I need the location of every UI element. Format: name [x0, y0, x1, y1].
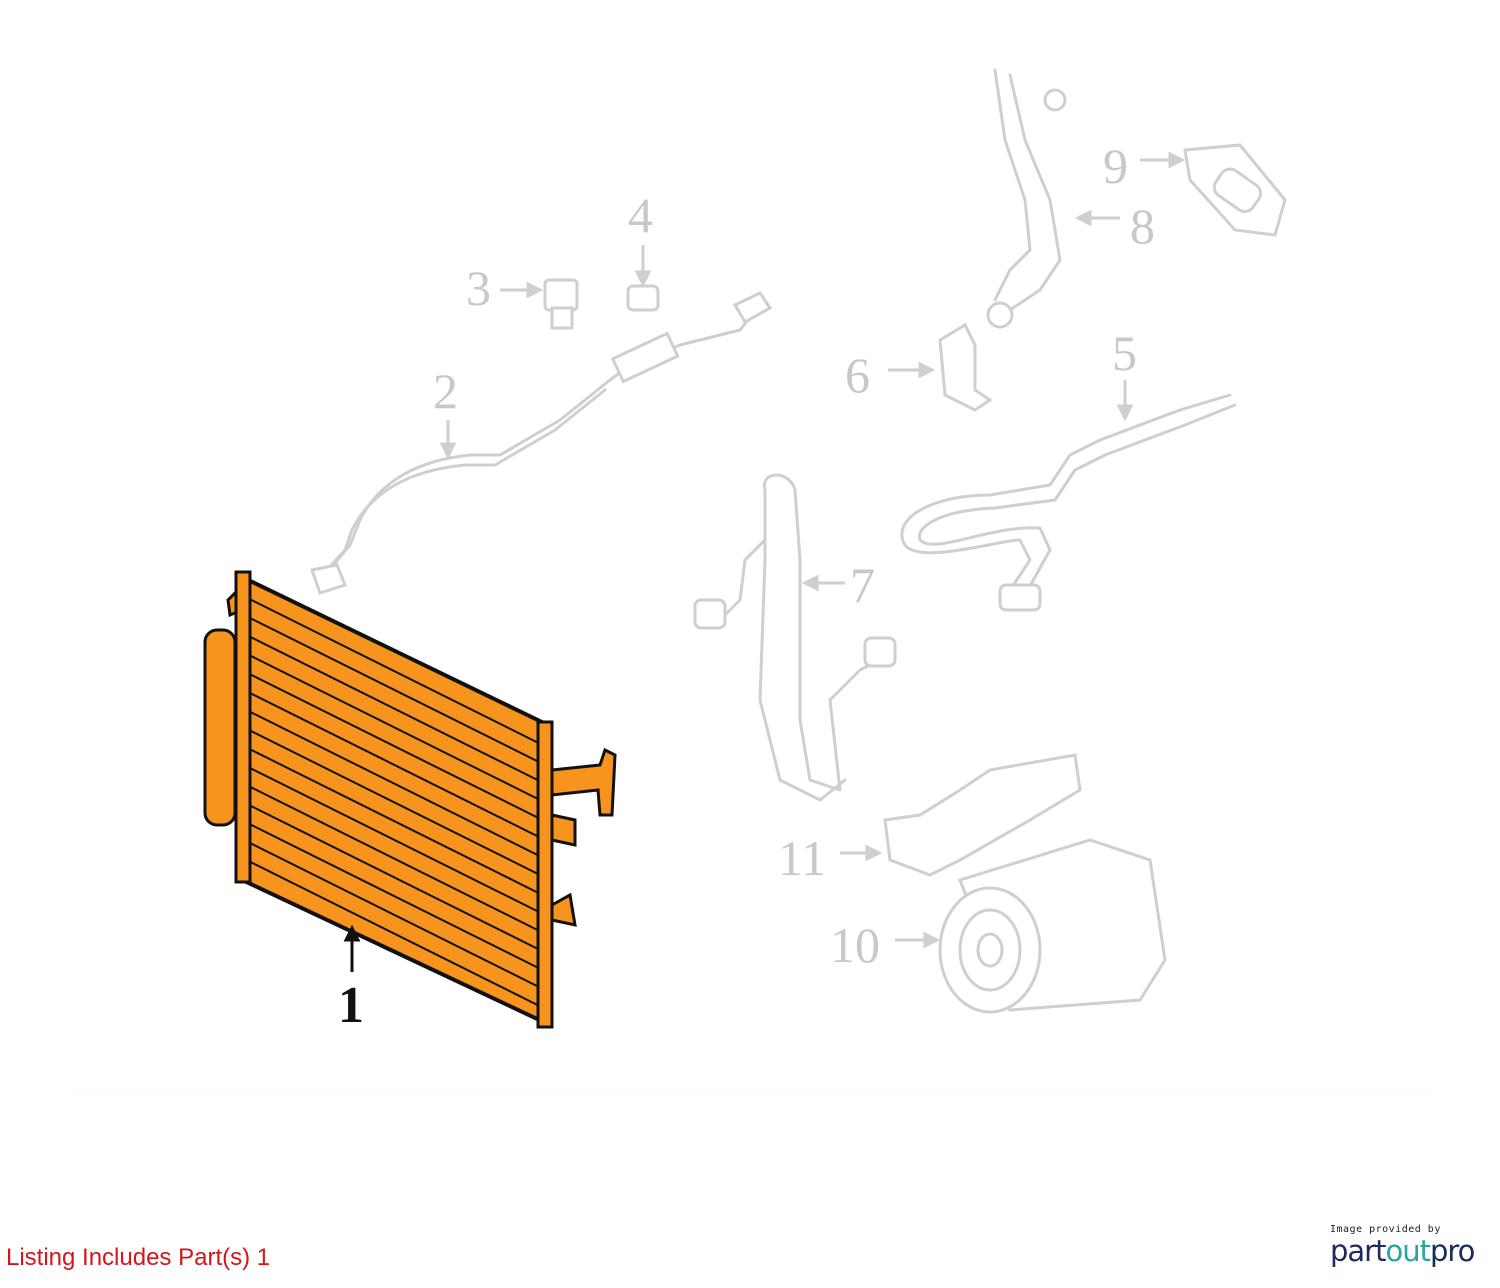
part-1-condenser [203, 570, 617, 1029]
condenser-fin-line [244, 689, 541, 839]
callout-10[interactable]: 10 [830, 917, 880, 973]
image-credit: Image provided by partoutpro [1330, 1224, 1490, 1267]
parts-diagram: 1 2 3 4 5 6 7 8 9 10 11 [203, 68, 1287, 1034]
callout-5[interactable]: 5 [1112, 325, 1137, 381]
part-4-cap [626, 284, 660, 312]
callout-9[interactable]: 9 [1103, 138, 1128, 194]
part-3-switch [543, 278, 579, 330]
condenser-fin-line [244, 783, 541, 933]
part-7-hose [693, 473, 897, 802]
condenser-fin-line [244, 858, 541, 1008]
condenser-fin-line [244, 802, 541, 951]
condenser-fin-line [244, 595, 541, 745]
condenser-fin-line [244, 652, 541, 801]
condenser-fin-line [244, 839, 541, 989]
logo-text-pro: pro [1429, 1234, 1475, 1268]
part-5-hose [900, 393, 1237, 612]
logo-text-part: part [1330, 1234, 1386, 1268]
callout-7[interactable]: 7 [850, 557, 875, 613]
callout-8[interactable]: 8 [1130, 198, 1155, 254]
callout-11[interactable]: 11 [778, 830, 826, 886]
part-6-bracket [938, 322, 993, 412]
listing-caption: Listing Includes Part(s) 1 [6, 1244, 271, 1271]
callout-3[interactable]: 3 [466, 260, 491, 316]
logo-text-out: out [1385, 1234, 1430, 1268]
partoutpro-logo: partoutpro [1330, 1235, 1490, 1267]
callout-arrow-1 [343, 924, 361, 972]
condenser-fin-line [244, 820, 541, 970]
condenser-fin-line [244, 764, 541, 914]
part-2-ac-line [310, 291, 773, 595]
condenser-fin-line [244, 670, 541, 820]
condenser-fin-line [244, 727, 541, 876]
condenser-fin-line [244, 614, 541, 764]
callout-2[interactable]: 2 [433, 363, 458, 419]
condenser-fin-line [244, 633, 541, 783]
callout-4[interactable]: 4 [628, 187, 653, 243]
divider [70, 1092, 1430, 1096]
callout-1[interactable]: 1 [338, 977, 364, 1034]
part-10-compressor [938, 838, 1167, 1014]
part-9-gasket [1183, 143, 1287, 237]
condenser-fin-line [244, 708, 541, 858]
condenser-fin-line [244, 745, 541, 895]
part-8-line [986, 68, 1067, 329]
credit-text: Image provided by [1330, 1224, 1441, 1235]
part-11-bracket [883, 753, 1082, 877]
callout-6[interactable]: 6 [845, 347, 870, 403]
callout-arrows [439, 151, 1186, 949]
